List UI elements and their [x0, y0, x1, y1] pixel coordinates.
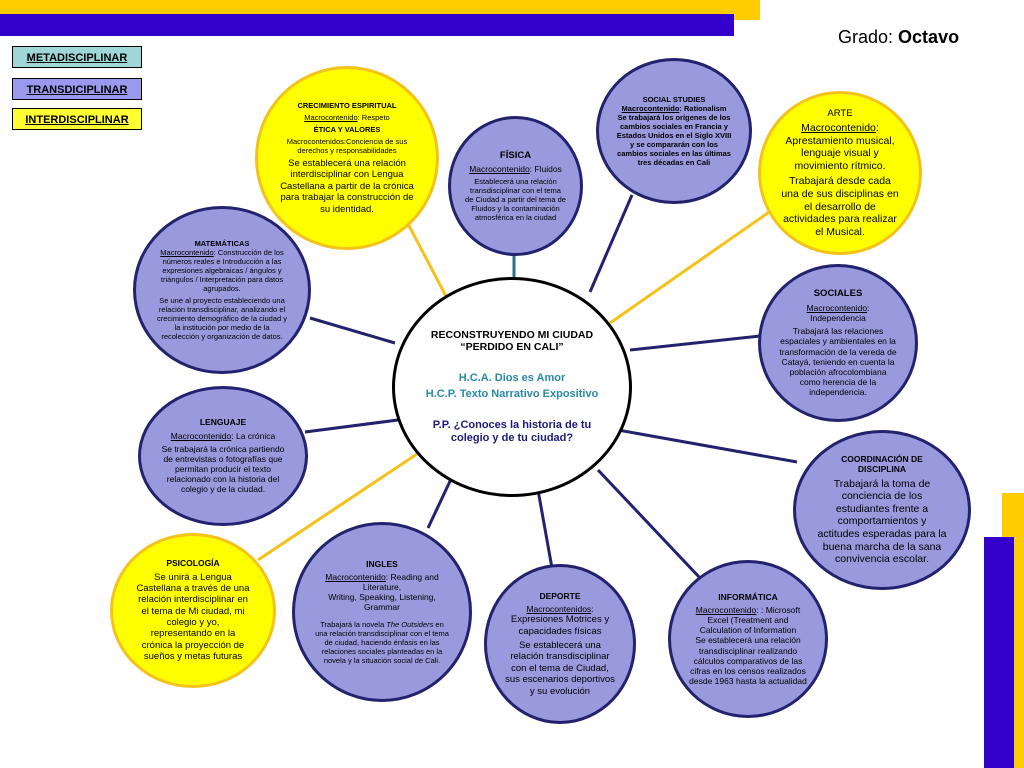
- ingles-title: INGLES: [366, 558, 398, 569]
- connector-informatica: [596, 468, 702, 580]
- deporte-body: Se establecerá una relación transdiscipl…: [505, 640, 615, 697]
- node-coordinacion-disciplina: COORDINACIÓN DE DISCIPLINA Trabajará la …: [793, 430, 971, 590]
- node-lenguaje: LENGUAJE Macrocontenido: La crónica Se t…: [138, 386, 308, 526]
- coordinacion-body: Trabajará la toma de conciencia de los e…: [817, 477, 947, 566]
- matematicas-macro: Macrocontenido: Construcción de los núme…: [160, 248, 284, 293]
- legend-transdiciplinar: TRANSDICIPLINAR: [12, 78, 142, 100]
- grade-label: Grado: Octavo: [838, 27, 960, 47]
- lenguaje-macro: Macrocontenido: La crónica: [170, 430, 276, 441]
- deporte-macro2: Expresiones Motrices y capacidades físic…: [510, 614, 610, 637]
- connector-arte: [609, 208, 773, 325]
- legend-metadisciplinar: METADISCIPLINAR: [12, 46, 142, 68]
- social-macro: Macrocontenido: Rationalism: [621, 104, 727, 113]
- crecimiento-title: CRECIMIENTO ESPIRITUAL: [297, 101, 397, 111]
- ingles-macro: Macrocontenido: Reading and Literature,: [325, 571, 439, 592]
- ingles-body: Trabajará la novela The Outsiders en una…: [315, 620, 449, 666]
- center-hca: H.C.A. Dios es Amor: [458, 371, 566, 384]
- informatica-macro: Macrocontenido: : Microsoft Excel (Treat…: [695, 604, 801, 636]
- psicologia-body: Se unirá a Lengua Castellana a través de…: [136, 571, 250, 663]
- center-title: RECONSTRUYENDO MI CIUDAD: [430, 328, 594, 341]
- social-title: SOCIAL STUDIES: [642, 95, 706, 104]
- crecimiento-macro2: Macrocontenidos:Conciencia de sus derech…: [286, 137, 408, 156]
- informatica-body: Se establecerá una relación transdiscipl…: [689, 635, 807, 687]
- grade-value: Octavo: [898, 27, 960, 47]
- matematicas-body: Se une al proyecto estableciendo una rel…: [156, 296, 288, 341]
- arte-body: Trabajará desde cada una de sus discipli…: [781, 175, 899, 238]
- node-psicologia: PSICOLOGÍA Se unirá a Lengua Castellana …: [110, 533, 276, 688]
- lenguaje-body: Se trabajará la crónica partiendo de ent…: [161, 443, 285, 495]
- node-matematicas: MATEMÁTICAS Macrocontenido: Construcción…: [133, 206, 311, 374]
- center-subtitle: “PERDIDO EN CALI”: [460, 341, 564, 354]
- connector-sociales: [629, 334, 761, 352]
- ingles-macro2: Writing, Speaking, Listening, Grammar: [328, 592, 436, 613]
- node-crecimiento-espiritual: CRECIMIENTO ESPIRITUAL Macrocontenido: R…: [255, 66, 439, 250]
- center-pp: P.P. ¿Conoces la historia de tu colegio …: [432, 419, 592, 445]
- top-blue-bar: [0, 14, 734, 36]
- center-node: RECONSTRUYENDO MI CIUDAD “PERDIDO EN CAL…: [392, 277, 632, 497]
- node-arte: ARTE Macrocontenido: Aprestamiento music…: [758, 91, 922, 255]
- deporte-title: DEPORTE: [539, 590, 581, 601]
- crecimiento-body: Se establecerá una relación interdiscipl…: [280, 158, 414, 215]
- matematicas-title: MATEMÁTICAS: [194, 239, 250, 248]
- fisica-body: Establecerá una relación transdisciplina…: [465, 177, 566, 223]
- right-blue-bar: [984, 537, 1014, 768]
- deporte-macro: Macrocontenidos:: [526, 604, 594, 615]
- informatica-title: INFORMÁTICA: [718, 591, 778, 602]
- sociales-body: Trabajará las relaciones espaciales y am…: [779, 326, 897, 398]
- arte-title: ARTE: [827, 107, 853, 119]
- connector-crecimiento: [403, 217, 450, 301]
- legend-interdisciplinar: INTERDISCIPLINAR: [12, 108, 142, 130]
- crecimiento-macro: Macrocontenido: Respeto: [304, 113, 390, 123]
- node-ingles: INGLES Macrocontenido: Reading and Liter…: [292, 522, 472, 702]
- fisica-title: FÍSICA: [499, 149, 532, 161]
- connector-deporte: [536, 489, 554, 569]
- fisica-macro: Macrocontenido: Fluidos: [469, 164, 562, 175]
- connector-lenguaje: [304, 418, 399, 434]
- arte-macro: Macrocontenido: Aprestamiento musical, l…: [785, 122, 895, 172]
- node-fisica: FÍSICA Macrocontenido: Fluidos Establece…: [448, 116, 583, 256]
- connector-psicologia: [257, 450, 421, 562]
- center-hcp: H.C.P. Texto Narrativo Expositivo: [425, 387, 599, 400]
- crecimiento-subtitle: ÉTICA Y VALORES: [313, 125, 381, 135]
- sociales-macro: Macrocontenido: Independencia: [806, 302, 870, 324]
- connector-coordinacion: [617, 428, 798, 464]
- node-sociales: SOCIALES Macrocontenido: Independencia T…: [758, 264, 918, 422]
- lenguaje-title: LENGUAJE: [199, 417, 247, 428]
- sociales-title: SOCIALES: [813, 288, 863, 300]
- connector-social: [588, 194, 634, 293]
- coordinacion-title: COORDINACIÓN DE DISCIPLINA: [841, 454, 923, 475]
- node-deporte: DEPORTE Macrocontenidos: Expresiones Mot…: [484, 564, 636, 724]
- connector-matematicas: [309, 316, 396, 345]
- node-social-studies: SOCIAL STUDIES Macrocontenido: Rationali…: [596, 58, 752, 204]
- psicologia-title: PSICOLOGÍA: [166, 558, 220, 569]
- node-informatica: INFORMÁTICA Macrocontenido: : Microsoft …: [668, 560, 828, 718]
- social-body: Se trabajará los orígenes de los cambios…: [616, 113, 732, 167]
